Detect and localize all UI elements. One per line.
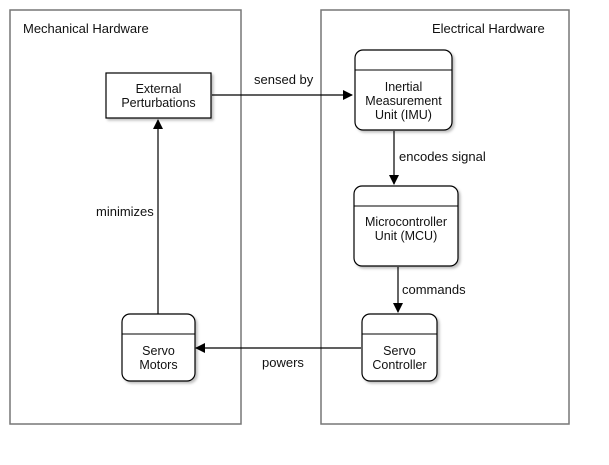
external-perturbations-text: External Perturbations — [106, 73, 211, 118]
imu-line-2: Measurement — [365, 94, 442, 108]
mcu-line-2: Unit (MCU) — [374, 229, 438, 243]
mcu-text: Microcontroller Unit (MCU) — [354, 214, 458, 244]
imu-text: Inertial Measurement Unit (IMU) — [355, 80, 452, 122]
edge-label-sensed-by: sensed by — [254, 72, 314, 87]
servo-motors-line-1: Servo — [142, 344, 175, 358]
edge-label-minimizes: minimizes — [96, 204, 154, 219]
servo-controller-node — [361, 313, 438, 382]
servo-controller-line-2: Controller — [372, 358, 427, 372]
mechanical-hardware-label: Mechanical Hardware — [23, 21, 149, 36]
servo-motors-text: Servo Motors — [122, 343, 195, 373]
mcu-node — [353, 185, 459, 267]
imu-line-3: Unit (IMU) — [375, 108, 432, 122]
imu-node — [354, 49, 453, 131]
edge-label-encodes-signal: encodes signal — [399, 149, 486, 164]
servo-controller-text: Servo Controller — [362, 343, 437, 373]
edge-label-commands: commands — [402, 282, 466, 297]
imu-line-1: Inertial — [384, 80, 423, 94]
electrical-hardware-label: Electrical Hardware — [432, 21, 545, 36]
external-perturbations-node — [105, 72, 212, 119]
mcu-line-1: Microcontroller — [365, 215, 447, 229]
external-perturbations-line-1: External — [135, 81, 182, 96]
external-perturbations-line-2: Perturbations — [121, 95, 196, 110]
servo-motors-node — [121, 313, 196, 382]
servo-controller-line-1: Servo — [383, 344, 416, 358]
edge-label-powers: powers — [262, 355, 304, 370]
servo-motors-line-2: Motors — [139, 358, 178, 372]
